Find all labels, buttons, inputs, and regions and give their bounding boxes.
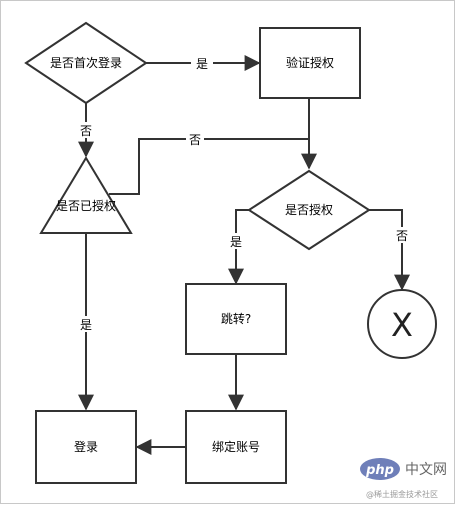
node-jump-process: 跳转?	[185, 283, 287, 355]
edge-label-no: 否	[189, 133, 201, 147]
node-authorize-decision: 是否授权	[247, 169, 371, 251]
node-already-authorized-decision: 是否已授权	[39, 156, 133, 234]
edge-first-login-to-verify: 是	[146, 55, 261, 71]
edge-verify-to-already: 否	[109, 131, 309, 195]
php-logo-text: php	[365, 463, 394, 478]
edge-already-to-login: 是	[77, 233, 95, 411]
node-terminate: X	[367, 289, 437, 359]
node-verify-auth-label: 验证授权	[286, 55, 334, 70]
node-bind-account-process: 绑定账号	[185, 410, 287, 484]
node-login-label: 登录	[74, 439, 98, 454]
edge-label-yes: 是	[196, 57, 208, 71]
edge-label-yes: 是	[80, 318, 92, 332]
node-first-login-label: 是否首次登录	[50, 55, 122, 70]
edge-label-no: 否	[396, 229, 408, 243]
juejin-watermark-text: @稀土掘金技术社区	[366, 489, 438, 499]
php-logo-icon	[360, 458, 400, 480]
edge-label-yes: 是	[230, 235, 242, 249]
node-authorize-label: 是否授权	[285, 202, 333, 217]
node-already-authorized-label: 是否已授权	[56, 198, 116, 213]
node-jump-label: 跳转?	[221, 311, 251, 326]
node-verify-auth-process: 验证授权	[259, 27, 361, 99]
php-cn-watermark: php 中文网	[360, 458, 447, 480]
node-bind-account-label: 绑定账号	[212, 439, 260, 454]
edge-first-login-to-already: 否	[77, 103, 95, 158]
edge-authorize-to-end: 否	[369, 209, 411, 291]
php-site-text: 中文网	[405, 462, 447, 478]
edge-authorize-to-jump: 是	[227, 209, 249, 285]
node-login-process: 登录	[35, 410, 137, 484]
juejin-watermark: @稀土掘金技术社区	[366, 489, 438, 499]
node-first-login-decision: 是否首次登录	[24, 21, 148, 105]
edge-label-no: 否	[80, 124, 92, 138]
close-icon: X	[391, 306, 413, 344]
